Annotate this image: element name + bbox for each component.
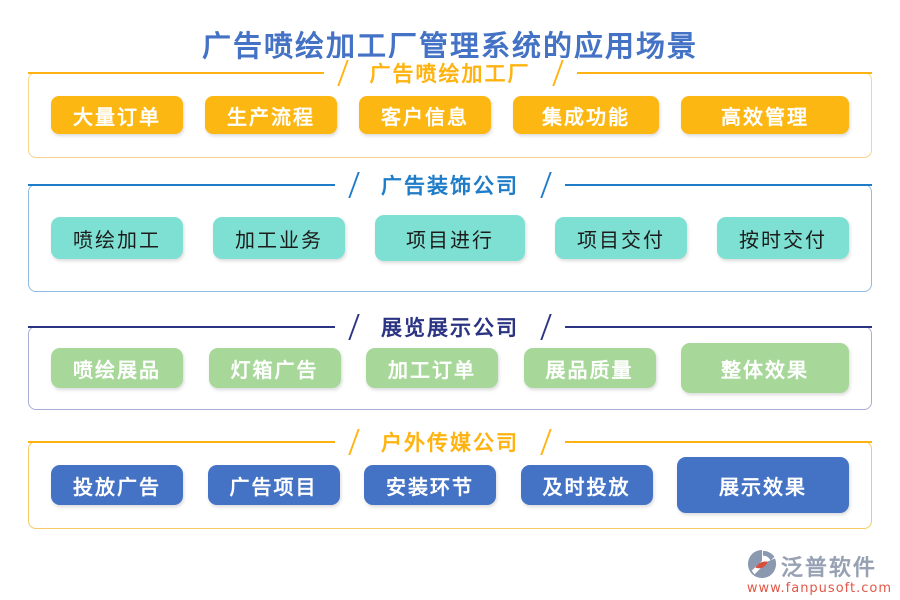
scenario-tag: 高效管理 (681, 96, 849, 134)
section-ad-decoration-company: 广告装饰公司 喷绘加工 加工业务 项目进行 项目交付 按时交付 (0, 170, 900, 292)
scenario-tag: 生产流程 (205, 96, 337, 134)
scenario-tag: 项目进行 (375, 215, 525, 261)
section-title: 户外传媒公司 (381, 430, 519, 455)
section-box: 户外传媒公司 投放广告 广告项目 安装环节 及时投放 展示效果 (28, 427, 872, 529)
section-title: 展览展示公司 (381, 315, 519, 340)
section-box: 展览展示公司 喷绘展品 灯箱广告 加工订单 展品质量 整体效果 (28, 312, 872, 410)
slash-icon (348, 314, 360, 340)
scenario-tag: 大量订单 (51, 96, 183, 134)
scenario-tag: 加工业务 (213, 217, 345, 259)
scenario-tag: 按时交付 (717, 217, 849, 259)
slash-icon (540, 314, 552, 340)
brand-url: www.fanpusoft.com (746, 581, 892, 596)
scenario-tag: 展示效果 (677, 457, 849, 513)
section-title: 广告装饰公司 (381, 173, 519, 198)
section-header: 广告喷绘加工厂 (28, 58, 872, 88)
scenario-tag: 客户信息 (359, 96, 491, 134)
section-advertising-printing-factory: 广告喷绘加工厂 大量订单 生产流程 客户信息 集成功能 高效管理 (0, 58, 900, 158)
scenario-tag: 展品质量 (523, 348, 656, 388)
brand-watermark: 泛普软件 www.fanpusoft.com (747, 549, 892, 596)
section-header: 广告装饰公司 (28, 170, 872, 200)
section-exhibition-display-company: 展览展示公司 喷绘展品 灯箱广告 加工订单 展品质量 整体效果 (0, 312, 900, 410)
scenario-tag: 加工订单 (366, 348, 498, 388)
scenario-tag: 集成功能 (513, 96, 659, 134)
section-box: 广告装饰公司 喷绘加工 加工业务 项目进行 项目交付 按时交付 (28, 170, 872, 292)
brand-name: 泛普软件 (780, 555, 877, 581)
slash-icon (336, 60, 349, 86)
scenario-tag: 灯箱广告 (208, 348, 341, 388)
scenario-tag: 广告项目 (207, 465, 340, 505)
section-header: 户外传媒公司 (28, 427, 872, 457)
scenario-tag: 投放广告 (51, 465, 183, 505)
scenario-tag: 安装环节 (364, 465, 496, 505)
slash-icon (348, 172, 360, 198)
section-header: 展览展示公司 (28, 312, 872, 342)
page-title: 广告喷绘加工厂管理系统的应用场景 (201, 29, 698, 63)
section-outdoor-media-company: 户外传媒公司 投放广告 广告项目 安装环节 及时投放 展示效果 (0, 427, 900, 529)
scenario-tag: 项目交付 (555, 217, 687, 259)
fanpu-logo-icon (747, 549, 777, 583)
section-box: 广告喷绘加工厂 大量订单 生产流程 客户信息 集成功能 高效管理 (28, 58, 872, 158)
slash-icon (540, 172, 552, 198)
slash-icon (348, 429, 360, 455)
section-title: 广告喷绘加工厂 (369, 61, 531, 86)
slash-icon (551, 60, 564, 86)
scenario-tag: 喷绘展品 (51, 348, 183, 388)
scenario-tag: 喷绘加工 (51, 217, 183, 259)
tag-row: 大量订单 生产流程 客户信息 集成功能 高效管理 (29, 96, 871, 134)
tag-row: 投放广告 广告项目 安装环节 及时投放 展示效果 (29, 457, 871, 513)
tag-row: 喷绘展品 灯箱广告 加工订单 展品质量 整体效果 (29, 343, 871, 393)
tag-row: 喷绘加工 加工业务 项目进行 项目交付 按时交付 (29, 215, 871, 261)
slash-icon (540, 429, 552, 455)
scenario-tag: 整体效果 (681, 343, 849, 393)
scenario-tag: 及时投放 (520, 465, 653, 505)
